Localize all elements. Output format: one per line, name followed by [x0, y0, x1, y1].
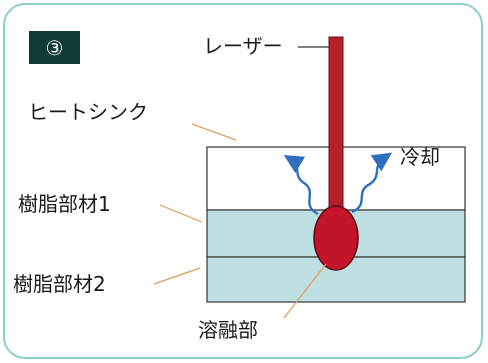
resin-member-1-label: 樹脂部材1 [18, 192, 111, 216]
cooling-arrow-right [351, 152, 392, 214]
resin-member-2-label: 樹脂部材2 [13, 272, 106, 296]
heat-sink-label: ヒートシンク [28, 100, 148, 124]
weld-zone-label: 溶融部 [198, 318, 258, 342]
cooling-label: 冷却 [400, 145, 440, 169]
laser-label: レーザー [203, 34, 283, 58]
cooling-arrow-left [283, 155, 319, 216]
laser-beam [328, 36, 344, 221]
weld-leader-line [283, 263, 327, 319]
resin1-leader-line [159, 204, 203, 223]
weld-zone [313, 205, 359, 271]
diagram-frame [3, 3, 483, 359]
resin2-leader-line [153, 267, 201, 285]
step-number-badge: ③ [29, 31, 80, 64]
heat-sink-leader-line [191, 123, 237, 141]
